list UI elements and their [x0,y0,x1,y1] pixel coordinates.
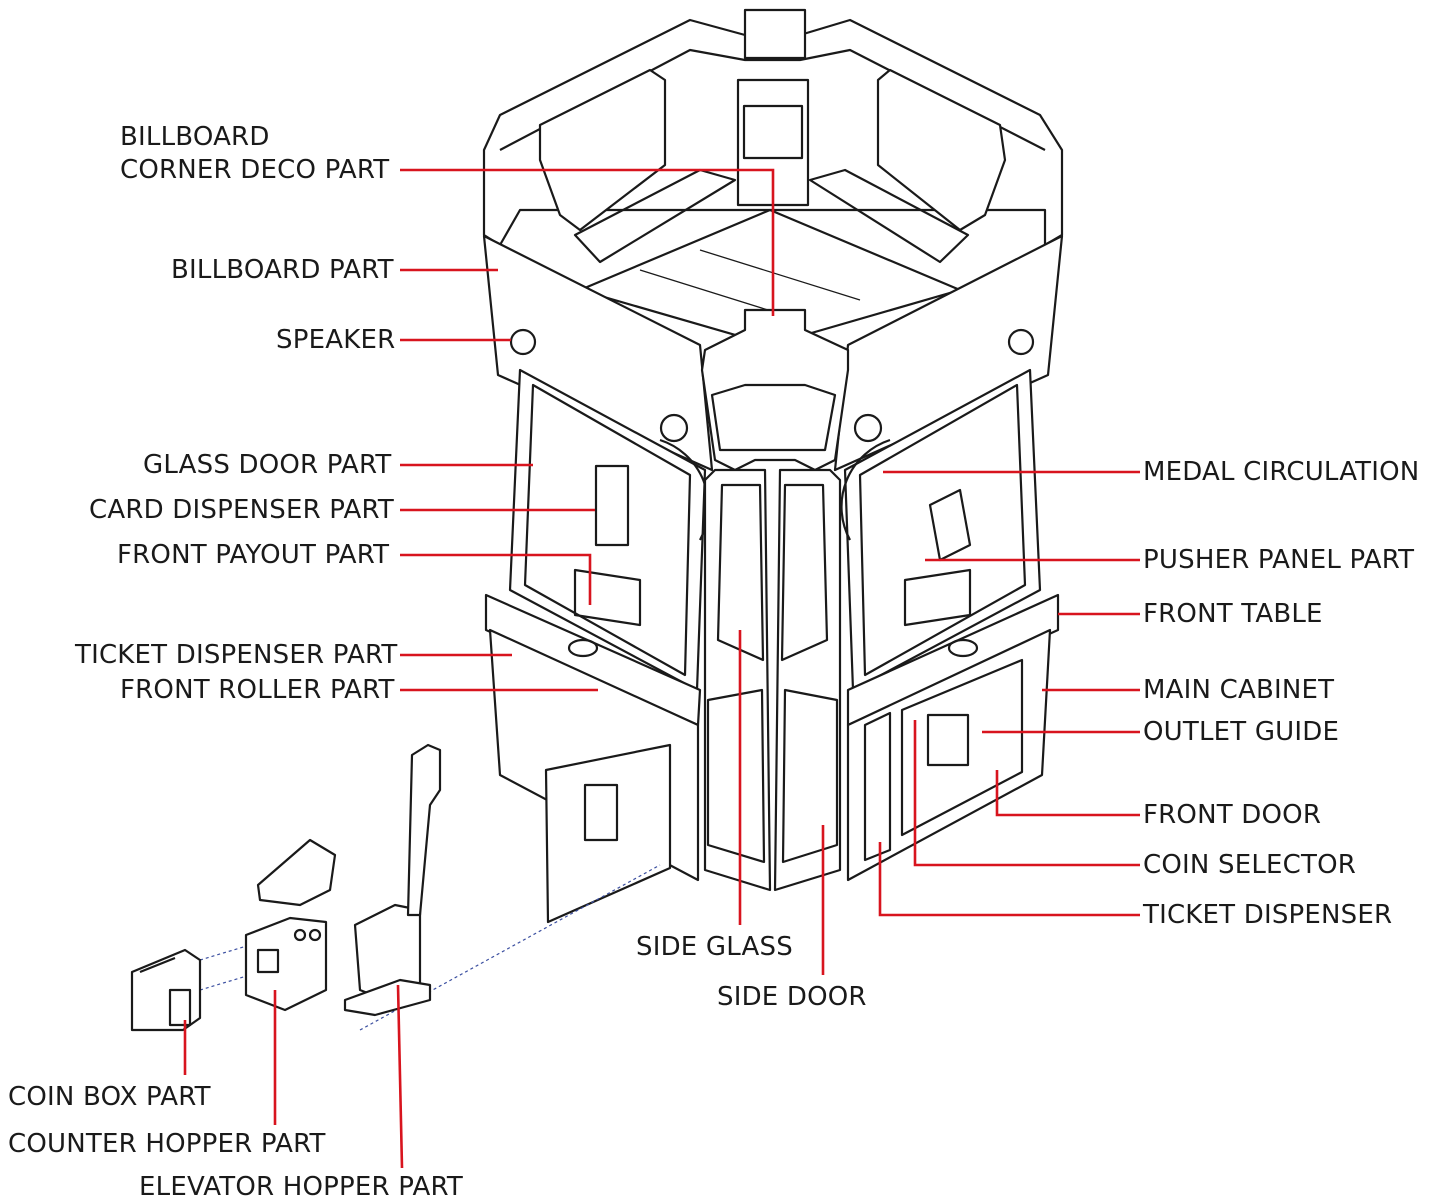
side-glass-right [780,483,829,662]
label-pusher-panel: PUSHER PANEL PART [1143,545,1415,575]
counter-hopper [244,916,328,1012]
leader-ticket-dispenser [878,842,1140,917]
label-main-cabinet: MAIN CABINET [1143,675,1335,705]
label-coin-box: COIN BOX PART [8,1082,211,1112]
leader-front-door [995,770,1140,817]
speaker-left [509,328,537,356]
outlet-guide [926,713,970,767]
label-front-payout: FRONT PAYOUT PART [117,540,390,570]
label-ticket-dispenser: TICKET DISPENSER [1143,900,1393,930]
leader-lines [183,168,1140,1169]
label-coin-selector: COIN SELECTOR [1143,850,1357,880]
label-side-door: SIDE DOOR [717,982,867,1012]
back-center-panel [736,78,810,207]
speaker-right [1007,328,1035,356]
billboard-right-panel [833,234,1064,472]
side-door-left [706,688,766,864]
label-outlet-guide: OUTLET GUIDE [1143,717,1340,747]
side-column-right [773,468,842,892]
front-door-right [900,658,1024,837]
leader-elevator-hopper [396,984,404,1169]
label-ticket-dispenser-part: TICKET DISPENSER PART [75,640,398,670]
side-door-right [781,688,839,864]
leader-corner-deco [400,168,775,316]
label-card-dispenser: CARD DISPENSER PART [89,495,394,525]
corner-deco-front [700,308,850,472]
medal-wheel-right [840,438,891,541]
label-glass-door: GLASS DOOR PART [143,450,392,480]
elevator-arm [406,743,442,917]
side-column-left [703,468,772,892]
label-billboard: BILLBOARD [120,122,270,152]
main-cabinet-right [846,628,1052,882]
ticket-dispenser-slot [863,711,892,862]
label-speaker: SPEAKER [276,325,396,355]
billboard-left-panel [482,234,714,472]
label-side-glass: SIDE GLASS [636,932,793,962]
label-counter-hopper: COUNTER HOPPER PART [8,1129,326,1159]
coin-box [130,948,202,1032]
machine-drawing [130,8,1064,1032]
leader-coin-selector [913,720,1140,867]
label-billboard-part: BILLBOARD PART [171,255,394,285]
open-door-left [544,743,672,924]
label-front-roller: FRONT ROLLER PART [120,675,395,705]
label-elevator-hopper: ELEVATOR HOPPER PART [139,1172,463,1202]
label-medal-circulation: MEDAL CIRCULATION [1143,457,1420,487]
side-glass-left [716,483,765,662]
label-front-table: FRONT TABLE [1143,599,1323,629]
label-corner-deco: CORNER DECO PART [120,155,390,185]
label-front-door: FRONT DOOR [1143,800,1322,830]
leader-front-payout [400,553,592,605]
